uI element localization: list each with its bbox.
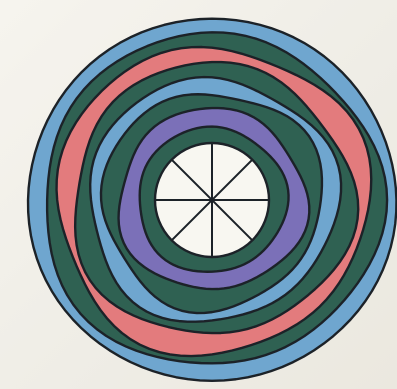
- center-wheel: [155, 143, 269, 257]
